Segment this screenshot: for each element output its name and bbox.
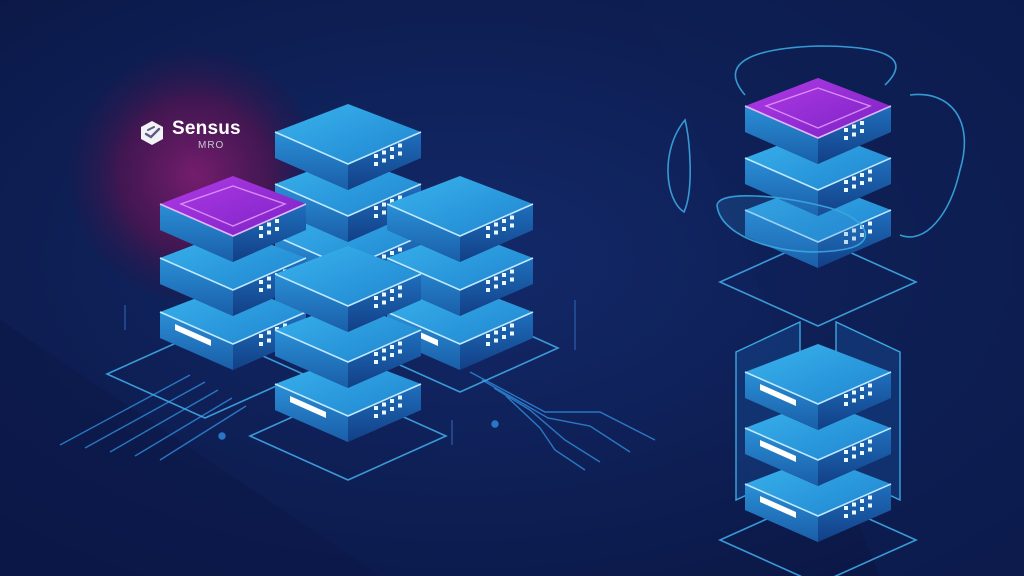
circuit-lines-left — [59, 374, 247, 461]
sensus-logo-icon — [141, 121, 163, 145]
brand-logo: Sensus MRO — [138, 119, 241, 152]
brand-name: Sensus — [172, 118, 241, 139]
server-stack-upper-right — [667, 45, 966, 269]
server-stack-lower-right — [735, 320, 901, 543]
circuit-lines-right — [469, 371, 656, 471]
accent-lines — [124, 300, 576, 445]
orbit-outline — [667, 45, 966, 253]
server-stack-front — [274, 245, 422, 443]
brand-subtitle: MRO — [198, 140, 225, 151]
